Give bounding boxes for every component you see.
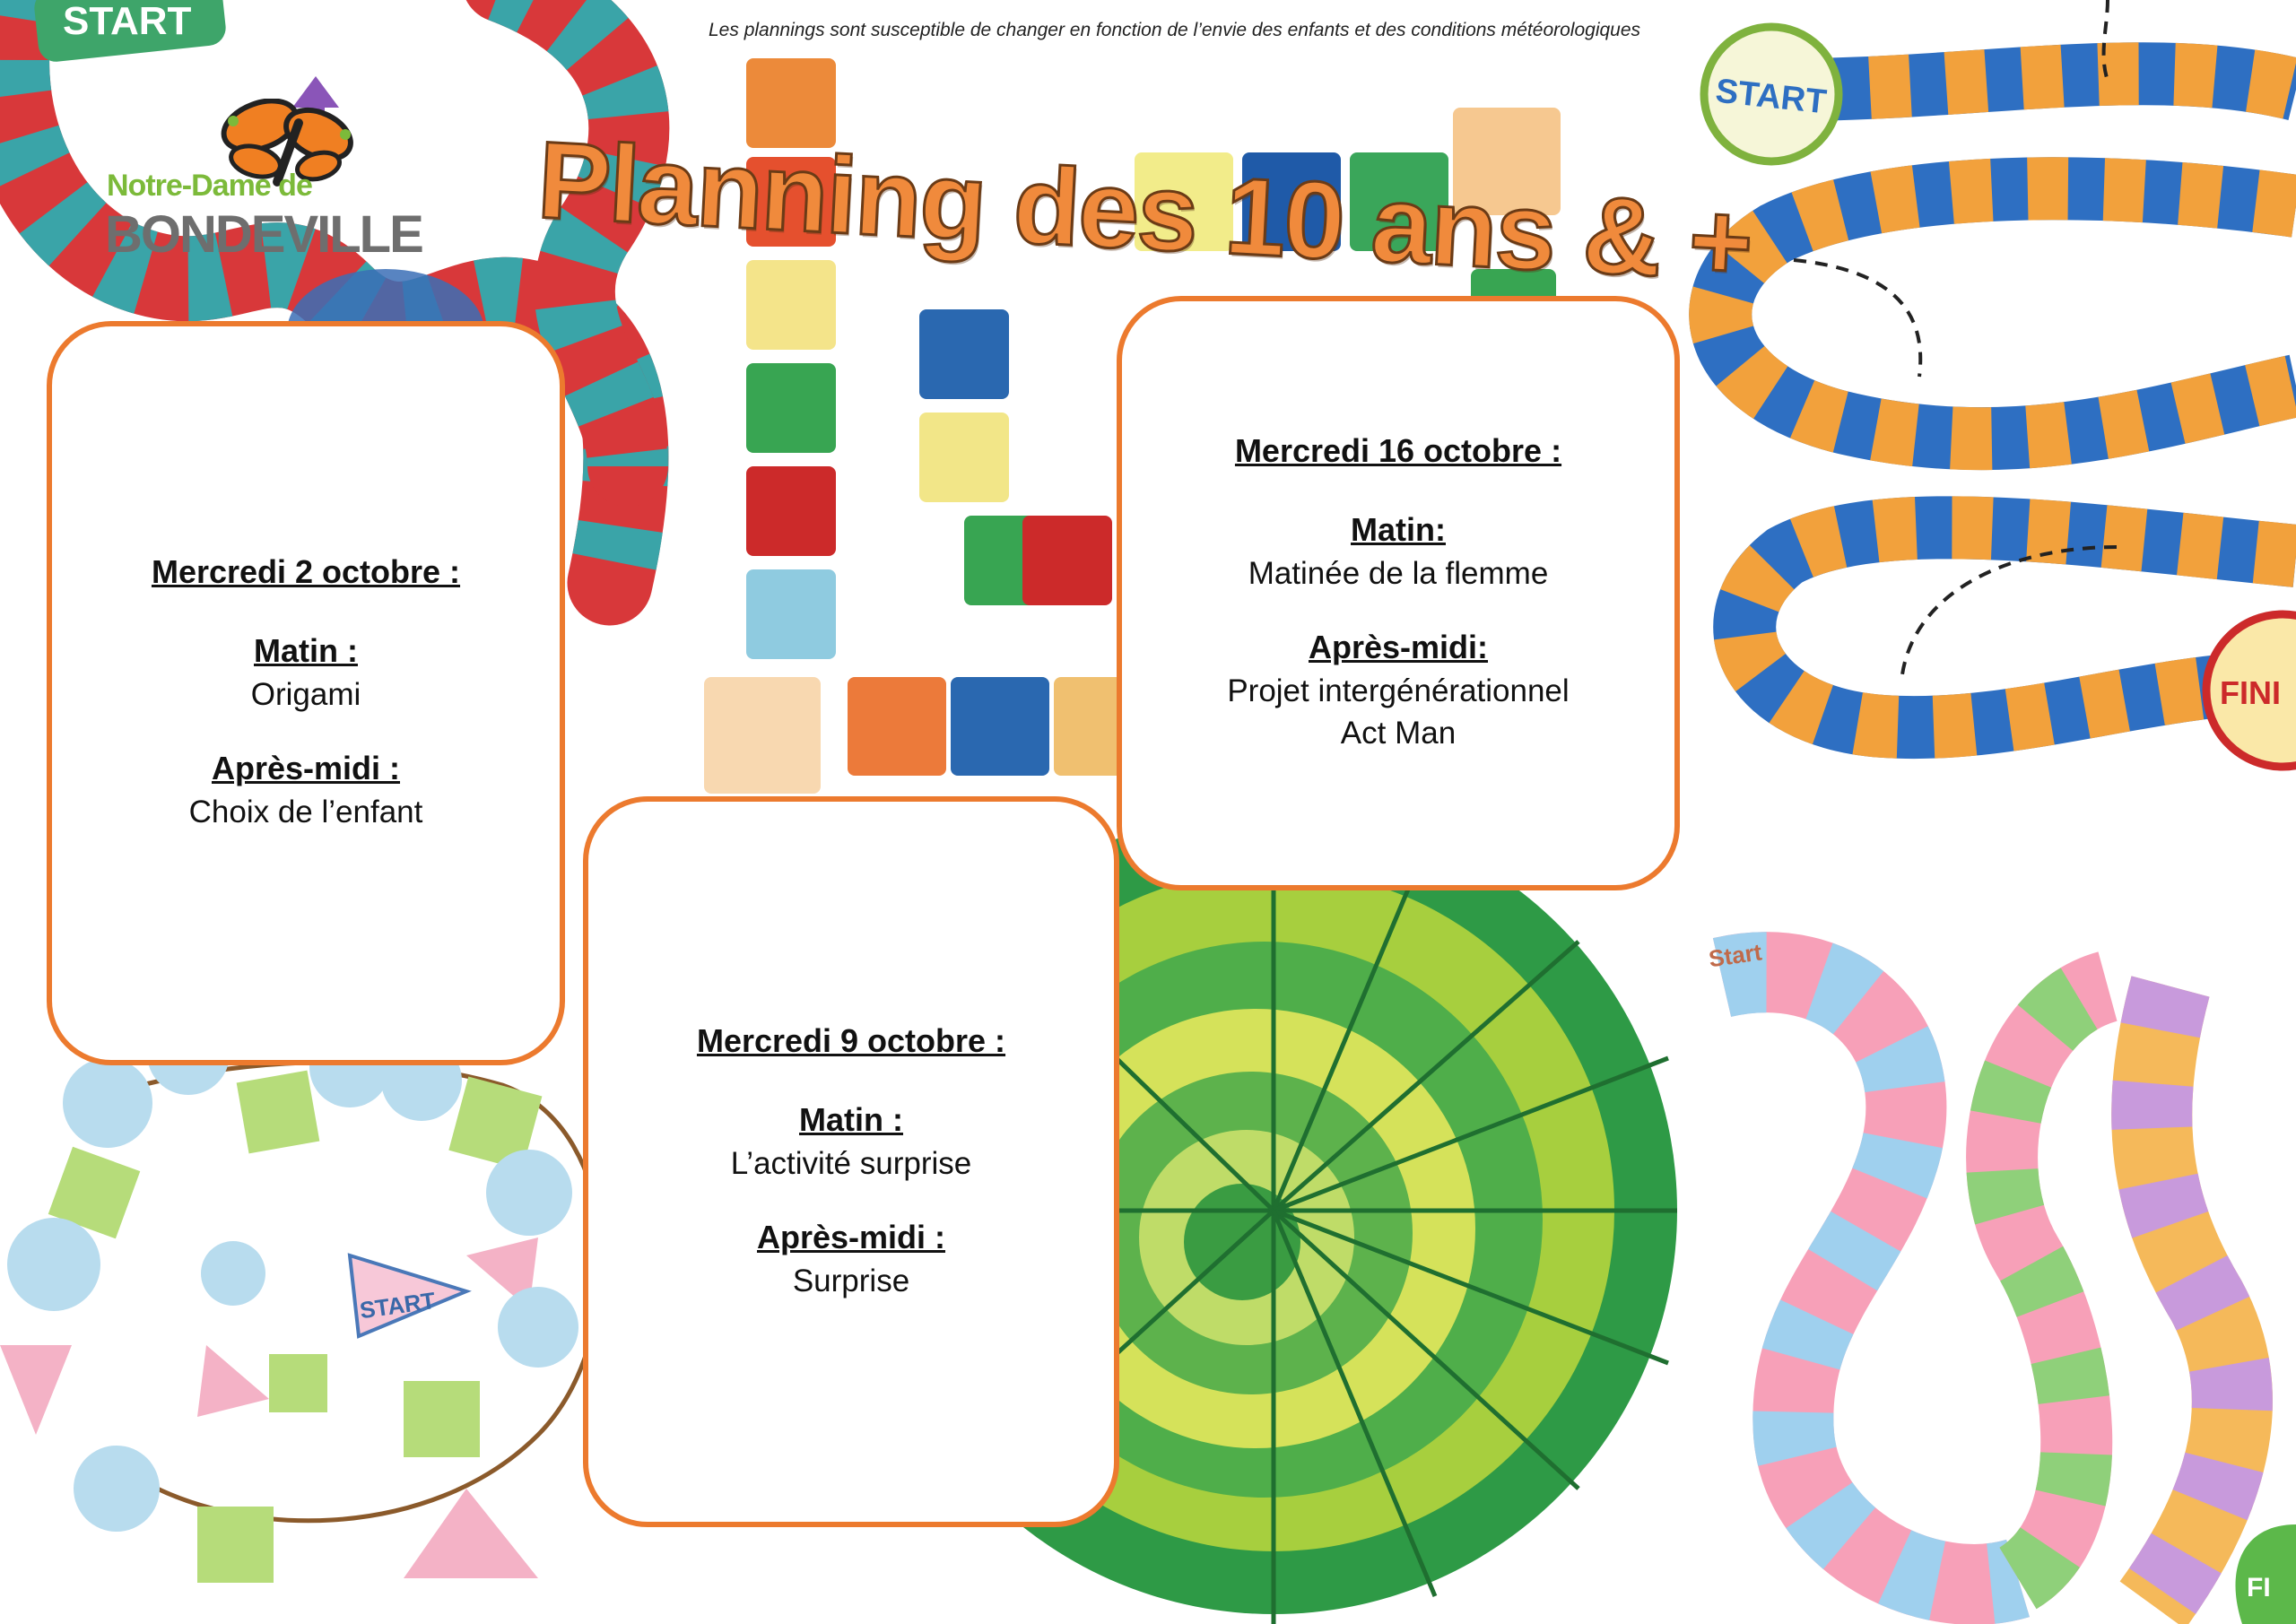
start-badge-top-left: START xyxy=(34,0,226,62)
afternoon-activity: Choix de l’enfant xyxy=(188,795,423,829)
finish-badge-right: FINI xyxy=(2202,610,2296,771)
morning-label: Matin : xyxy=(254,632,358,669)
morning-label: Matin: xyxy=(1351,511,1446,548)
tile-grid xyxy=(704,58,1561,794)
morning-activity: Matinée de la flemme xyxy=(1248,556,1549,591)
logo: Notre-Dame de BONDEVILLE xyxy=(103,99,424,269)
start-label-top-left: START xyxy=(63,0,192,43)
day-card-oct-16: Mercredi 16 octobre : Matin: Matinée de … xyxy=(1117,296,1680,890)
day-card-oct-9: Mercredi 9 octobre : Matin : L’activité … xyxy=(583,796,1119,1527)
morning-activity: L’activité surprise xyxy=(730,1145,972,1181)
day-date: Mercredi 9 octobre : xyxy=(696,1021,1006,1059)
disclaimer-notice: Les plannings sont susceptible de change… xyxy=(709,20,1641,40)
logo-name-line2: BONDEVILLE xyxy=(105,205,424,264)
morning-label: Matin : xyxy=(799,1100,903,1138)
logo-name-line1: Notre-Dame xyxy=(107,169,272,203)
afternoon-label: Après-midi: xyxy=(1308,629,1489,665)
day-date: Mercredi 16 octobre : xyxy=(1234,432,1562,469)
butterfly-icon xyxy=(221,99,353,187)
finish-label-bottom-right: FI xyxy=(2247,1573,2271,1602)
logo-name-suffix: de xyxy=(278,169,313,203)
finish-label-right: FINI xyxy=(2220,674,2281,711)
afternoon-activity-line2: Act Man xyxy=(1340,716,1457,751)
afternoon-label: Après-midi : xyxy=(211,750,401,786)
morning-activity: Origami xyxy=(250,677,361,712)
afternoon-activity: Surprise xyxy=(792,1263,910,1298)
start-badge-top-right: START xyxy=(1700,22,1843,166)
afternoon-activity-line1: Projet intergénérationnel xyxy=(1227,673,1570,708)
afternoon-label: Après-midi : xyxy=(756,1218,946,1255)
shapes-path: START xyxy=(0,1012,604,1583)
day-card-oct-2: Mercredi 2 octobre : Matin : Origami Apr… xyxy=(47,321,565,1065)
day-date: Mercredi 2 octobre : xyxy=(151,553,461,590)
